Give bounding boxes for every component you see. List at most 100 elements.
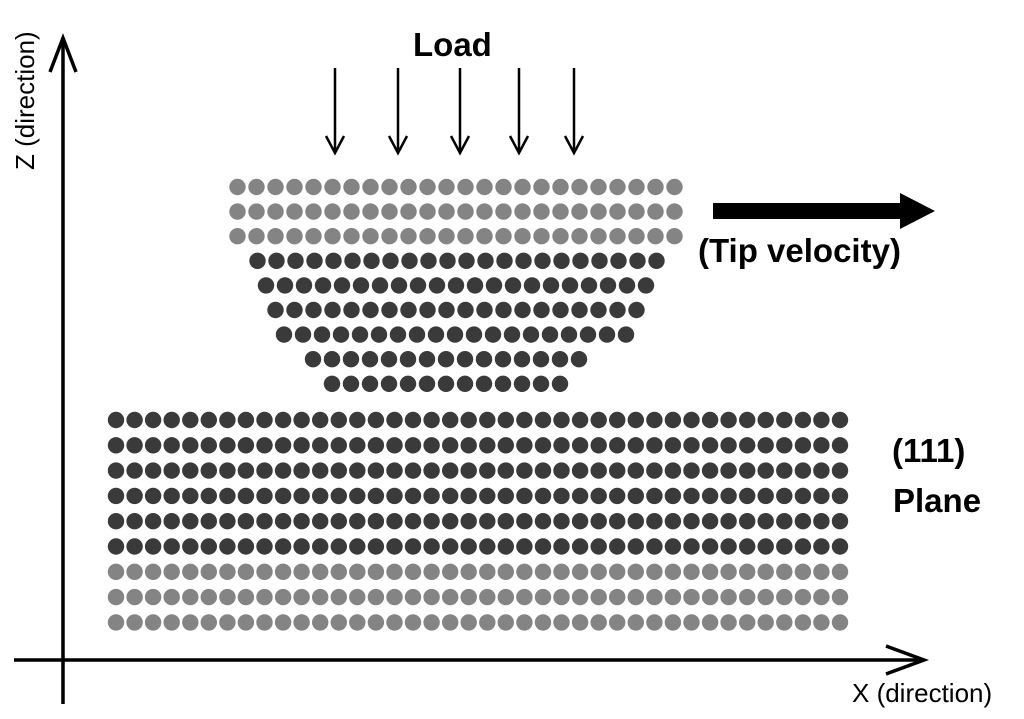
substrate-atom xyxy=(144,614,162,631)
load-arrow xyxy=(449,68,471,156)
substrate-atom xyxy=(664,538,682,555)
substrate-atom xyxy=(794,614,812,631)
tip-atom xyxy=(305,228,322,245)
substrate-atom xyxy=(237,614,255,631)
substrate-atom xyxy=(330,513,347,530)
substrate-atom xyxy=(571,487,589,505)
substrate-atom xyxy=(404,462,422,479)
tip-atom xyxy=(408,326,426,343)
substrate-atom xyxy=(349,411,366,429)
substrate-atom xyxy=(144,437,162,454)
substrate-atom xyxy=(479,411,496,429)
substrate-atom xyxy=(460,614,477,631)
tip-atom xyxy=(514,301,531,319)
tip-atom xyxy=(362,178,379,196)
tip-atom xyxy=(306,252,323,269)
substrate-atom xyxy=(330,437,347,454)
substrate-atom xyxy=(720,538,737,555)
tip-atom xyxy=(617,326,635,343)
substrate-atom xyxy=(349,588,366,606)
tip-atom xyxy=(648,252,665,269)
tip-atom xyxy=(552,228,569,245)
substrate-atom xyxy=(794,437,812,454)
substrate-atom xyxy=(571,588,589,606)
substrate-atom xyxy=(590,563,607,580)
substrate-atom xyxy=(349,563,366,580)
tip-atom xyxy=(485,277,503,294)
substrate-atom xyxy=(646,588,663,606)
substrate-atom xyxy=(646,411,663,429)
tip-atom xyxy=(513,351,531,368)
substrate-atom xyxy=(516,462,533,479)
tip-atom xyxy=(305,301,322,319)
substrate-atom xyxy=(107,588,125,606)
tip-atom xyxy=(343,301,360,319)
tip-atom xyxy=(447,277,465,294)
tip-atom xyxy=(571,178,588,196)
substrate-atom xyxy=(442,513,459,530)
substrate-atom xyxy=(107,538,125,555)
tip-atom xyxy=(438,228,455,245)
tip-atom xyxy=(571,301,588,319)
substrate-atom xyxy=(293,437,310,454)
substrate-atom xyxy=(144,538,162,555)
tip-atom xyxy=(475,351,493,368)
substrate-atom xyxy=(163,437,180,454)
substrate-atom xyxy=(312,513,329,530)
tip-atom xyxy=(495,178,512,196)
substrate-atom xyxy=(497,538,514,555)
substrate-atom xyxy=(479,487,496,505)
substrate-atom xyxy=(479,614,496,631)
substrate-atom xyxy=(720,588,737,606)
substrate-atom xyxy=(182,563,199,580)
tip-velocity-arrow xyxy=(713,193,935,229)
substrate-atom xyxy=(534,411,552,429)
substrate-atom xyxy=(739,462,756,479)
substrate-atom xyxy=(739,437,756,454)
tip-atom xyxy=(647,203,664,220)
load-arrow xyxy=(387,68,409,156)
tip-atom xyxy=(286,203,303,220)
substrate-atom xyxy=(367,462,385,479)
substrate-atom xyxy=(479,437,496,454)
substrate-atom xyxy=(497,614,514,631)
tip-atom xyxy=(552,301,569,319)
load-arrows xyxy=(324,68,585,156)
substrate-atom xyxy=(553,487,570,505)
substrate-atom xyxy=(293,513,310,530)
substrate-atom xyxy=(553,437,570,454)
substrate-atom xyxy=(479,513,496,530)
substrate-atom xyxy=(312,411,329,429)
substrate-atom xyxy=(163,538,180,555)
tip-atom xyxy=(324,228,341,245)
substrate-atom xyxy=(237,513,255,530)
substrate-atom xyxy=(200,614,217,631)
tip-atom xyxy=(324,203,341,220)
substrate-atom xyxy=(776,462,793,479)
tip-velocity-label: (Tip velocity) xyxy=(698,232,901,269)
substrate-atom xyxy=(571,538,589,555)
substrate-atom xyxy=(293,462,310,479)
substrate-atom xyxy=(293,563,310,580)
substrate-atom xyxy=(813,437,830,454)
tip-atom xyxy=(456,375,474,392)
substrate-atom xyxy=(423,588,440,606)
substrate-atom xyxy=(367,513,385,530)
tip-atom xyxy=(457,301,474,319)
substrate-atom xyxy=(256,538,273,555)
substrate-atom xyxy=(126,588,143,606)
substrate-atom xyxy=(442,588,459,606)
substrate-atom xyxy=(219,538,236,555)
substrate-atom xyxy=(256,563,273,580)
tip-atom xyxy=(401,252,418,269)
substrate-atom xyxy=(349,487,366,505)
substrate-atom xyxy=(534,538,552,555)
substrate-atom xyxy=(776,538,793,555)
substrate-atom xyxy=(720,614,737,631)
tip-atom xyxy=(598,326,616,343)
tip-atom xyxy=(438,301,455,319)
x-axis-arrowhead xyxy=(885,644,930,676)
tip-atom xyxy=(551,375,569,392)
tip-atom xyxy=(427,326,445,343)
substrate-atom xyxy=(646,513,663,530)
